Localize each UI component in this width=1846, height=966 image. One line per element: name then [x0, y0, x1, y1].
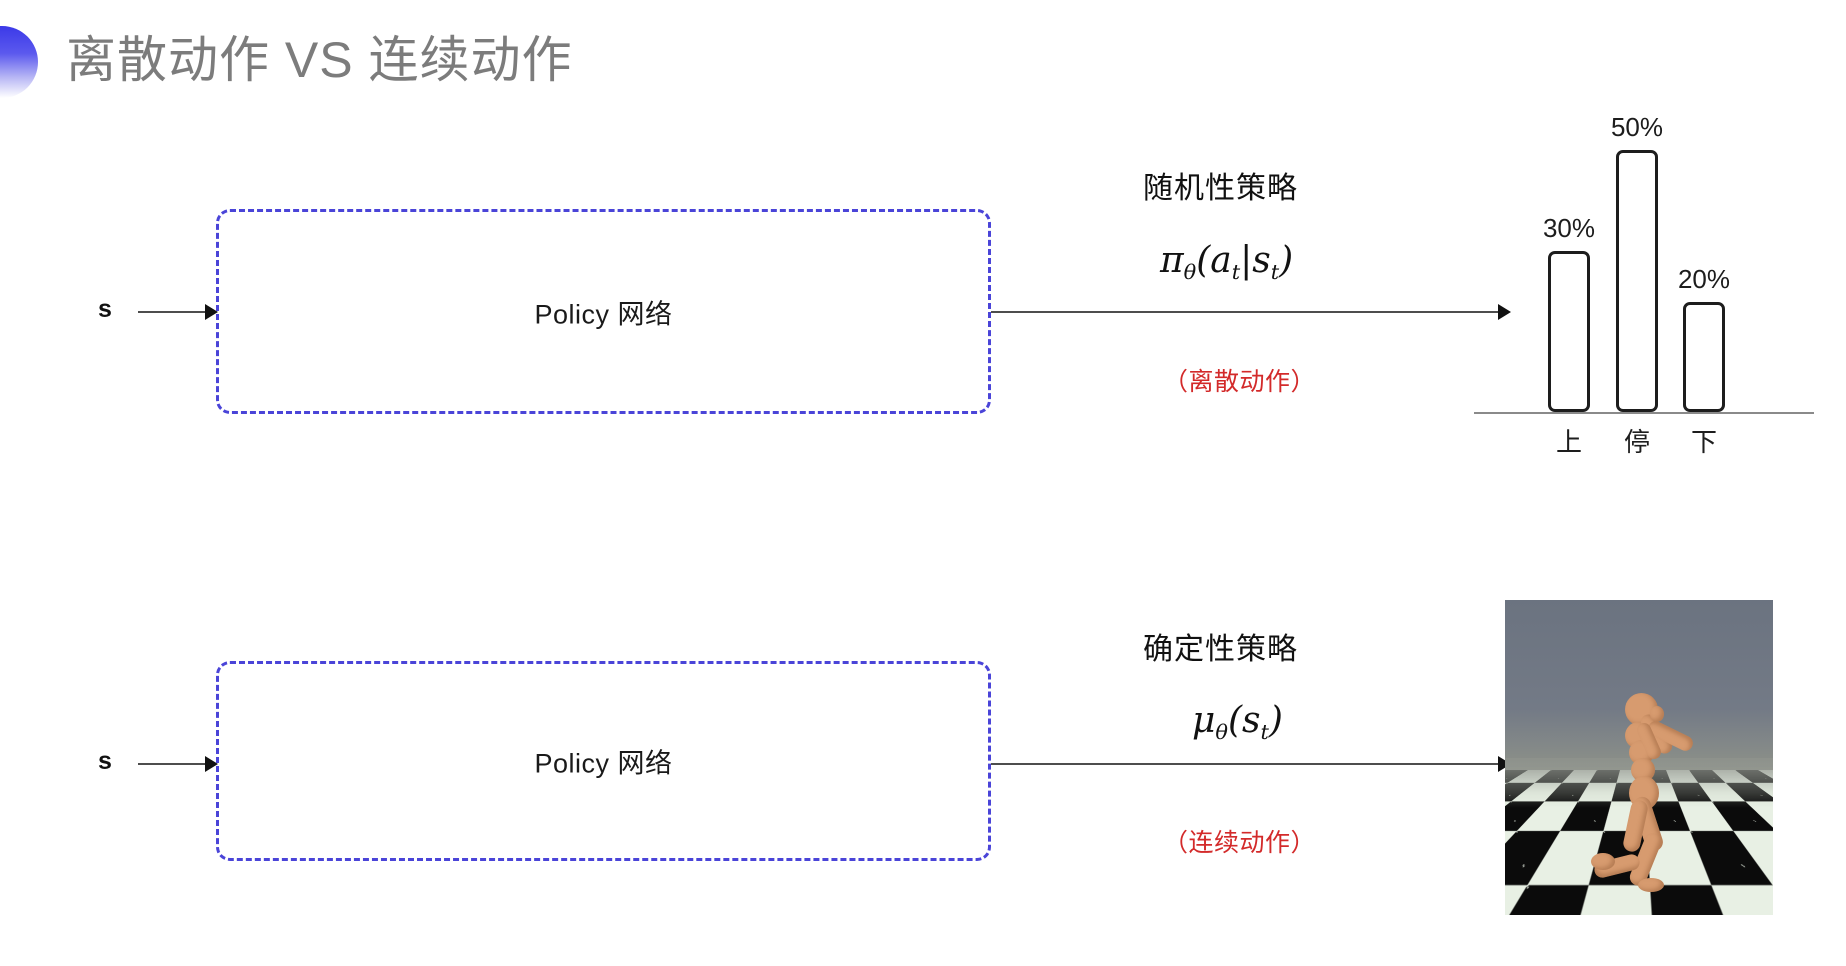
bar-rect — [1616, 150, 1658, 412]
policy-note-top: （离散动作） — [1163, 368, 1317, 396]
bar-value-label: 50% — [1610, 112, 1664, 142]
bar-category-label: 下 — [1690, 427, 1718, 457]
state-input-label-top: s — [98, 295, 112, 323]
bar-value-label: 30% — [1542, 213, 1596, 243]
humanoid-hand-right — [1650, 706, 1664, 722]
humanoid-foot-back — [1591, 853, 1615, 870]
arrow-state-to-policy-top — [138, 311, 216, 313]
state-input-label-bottom: s — [98, 747, 112, 775]
action-probability-bar-chart: 30% 上 50% 停 20% 下 — [1474, 110, 1814, 457]
arrow-policy-to-output-bottom — [991, 763, 1509, 765]
chart-baseline-axis — [1474, 412, 1814, 414]
policy-network-label-bottom: Policy 网络 — [534, 748, 673, 779]
policy-formula-bottom: μθ(st) — [1192, 700, 1283, 744]
arrow-state-to-policy-bottom — [138, 763, 216, 765]
policy-network-box-top[interactable]: Policy 网络 — [216, 209, 991, 414]
humanoid-simulation-image — [1505, 600, 1773, 915]
humanoid-foot-front — [1638, 878, 1664, 892]
bar-category-label: 停 — [1623, 427, 1651, 457]
bar-rect — [1548, 251, 1590, 412]
policy-type-heading-bottom: 确定性策略 — [1143, 633, 1298, 666]
policy-formula-top: πθ(at|st) — [1160, 240, 1294, 284]
bar-rect — [1683, 302, 1725, 412]
bar-category-label: 上 — [1555, 427, 1583, 457]
policy-network-box-bottom[interactable]: Policy 网络 — [216, 661, 991, 861]
page-title: 离散动作 VS 连续动作 — [66, 32, 573, 88]
policy-note-bottom: （连续动作） — [1163, 829, 1317, 857]
policy-network-label-top: Policy 网络 — [534, 299, 673, 329]
bar-value-label: 20% — [1677, 264, 1731, 294]
policy-type-heading-top: 随机性策略 — [1143, 172, 1298, 205]
title-decoration-icon — [0, 26, 38, 98]
arrow-policy-to-output-top — [991, 311, 1509, 313]
